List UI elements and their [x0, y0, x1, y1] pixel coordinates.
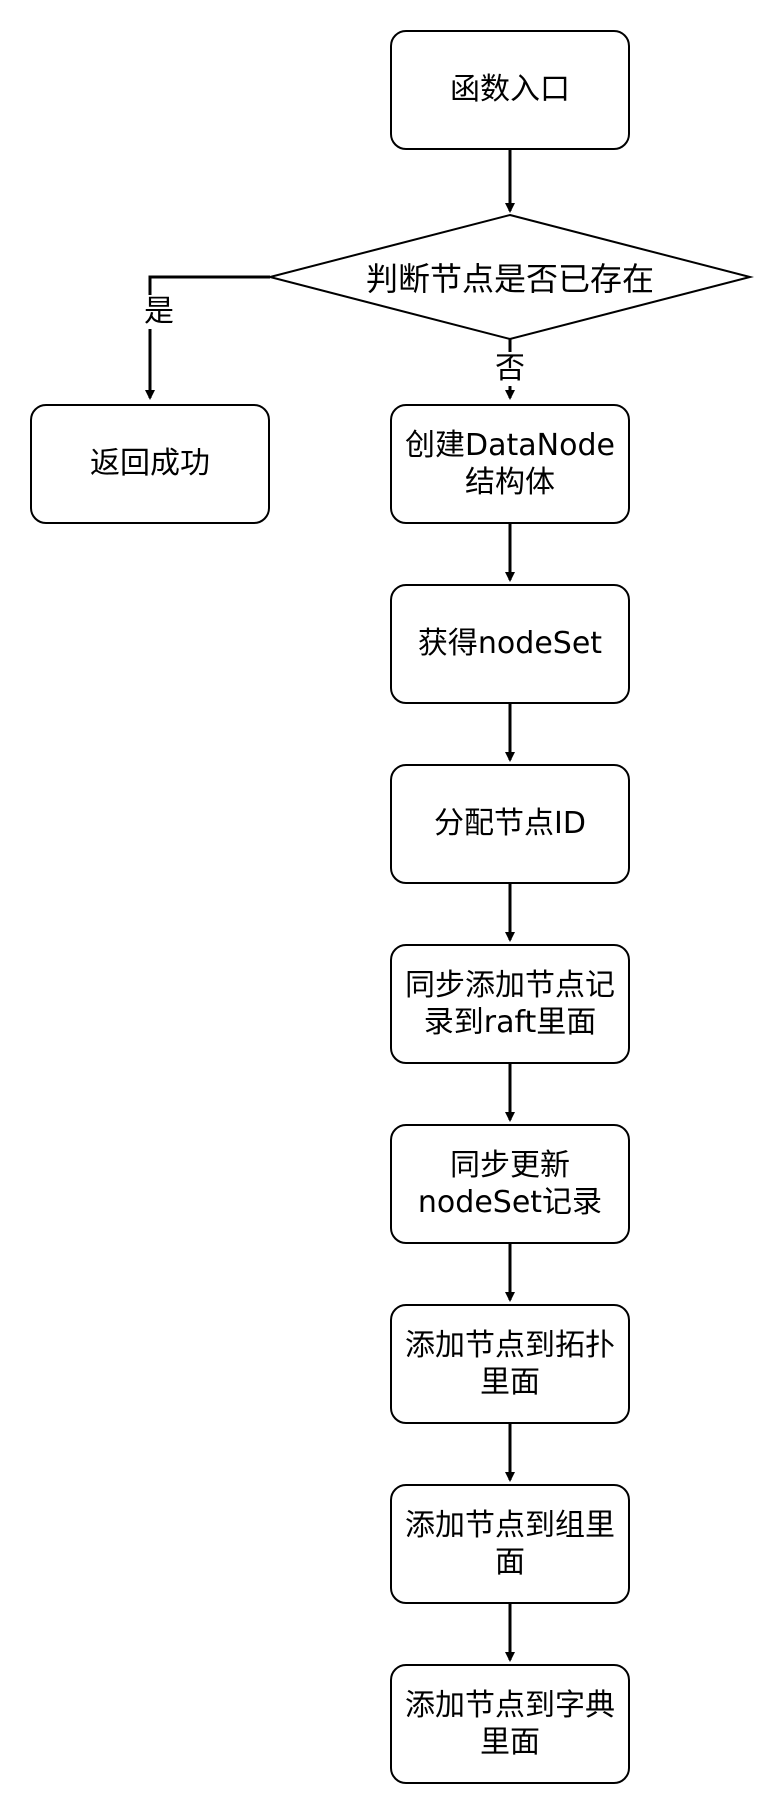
step-label-3: 分配节点ID — [434, 806, 586, 842]
step-label-2: 获得nodeSet — [417, 626, 603, 662]
step-label-1: 创建DataNode结构体 — [405, 427, 615, 501]
start-label: 函数入口 — [450, 72, 570, 108]
step-label-5: 同步更新nodeSet记录 — [417, 1147, 603, 1221]
no-label: 否 — [493, 351, 527, 386]
step-box-8: 添加节点到字典里面 — [390, 1664, 630, 1784]
arrow-decision-to-success — [145, 275, 270, 400]
yes-label: 是 — [142, 294, 176, 329]
success-label: 返回成功 — [90, 446, 210, 482]
step-label-6: 添加节点到拓扑里面 — [405, 1327, 615, 1401]
success-box: 返回成功 — [30, 404, 270, 524]
step-box-7: 添加节点到组里面 — [390, 1484, 630, 1604]
step-box-2: 获得nodeSet — [390, 584, 630, 704]
step-label-8: 添加节点到字典里面 — [405, 1687, 615, 1761]
step-box-1: 创建DataNode结构体 — [390, 404, 630, 524]
step-box-3: 分配节点ID — [390, 764, 630, 884]
start-box: 函数入口 — [390, 30, 630, 150]
step-label-4: 同步添加节点记录到raft里面 — [405, 967, 615, 1041]
decision-label: 判断节点是否已存在 — [365, 260, 654, 298]
step-label-7: 添加节点到组里面 — [405, 1507, 615, 1581]
step-box-6: 添加节点到拓扑里面 — [390, 1304, 630, 1424]
step-box-5: 同步更新nodeSet记录 — [390, 1124, 630, 1244]
step-box-4: 同步添加节点记录到raft里面 — [390, 944, 630, 1064]
